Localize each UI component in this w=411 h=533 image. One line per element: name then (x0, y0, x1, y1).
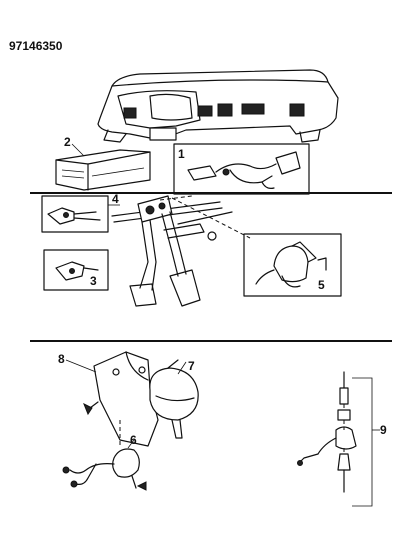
brake-switch-inset (41, 195, 109, 233)
buzzer-assembly (62, 401, 147, 491)
callout-7: 7 (188, 359, 195, 373)
callout-6: 6 (130, 433, 137, 447)
control-module (55, 149, 151, 191)
mounting-bracket (93, 351, 159, 447)
bracket-9 (352, 377, 373, 507)
clutch-switch-inset (43, 249, 109, 291)
actuator-inset (243, 233, 342, 297)
callout-4: 4 (112, 192, 119, 206)
leader-7 (177, 361, 187, 375)
callout-9: 9 (380, 423, 387, 437)
antenna-assembly (297, 371, 357, 493)
sphere-speaker (149, 359, 199, 439)
leader-2 (71, 143, 85, 157)
callout-5: 5 (318, 278, 325, 292)
callout-3: 3 (90, 274, 97, 288)
instrument-panel-illustration (97, 69, 339, 143)
callout-8: 8 (58, 352, 65, 366)
callout-1: 1 (178, 147, 185, 161)
leader-8 (65, 359, 97, 373)
callout-2: 2 (64, 135, 71, 149)
document-id: 97146350 (9, 39, 63, 53)
pedal-assembly (111, 195, 251, 307)
leader-6 (127, 439, 135, 449)
switch-inset (173, 143, 310, 195)
